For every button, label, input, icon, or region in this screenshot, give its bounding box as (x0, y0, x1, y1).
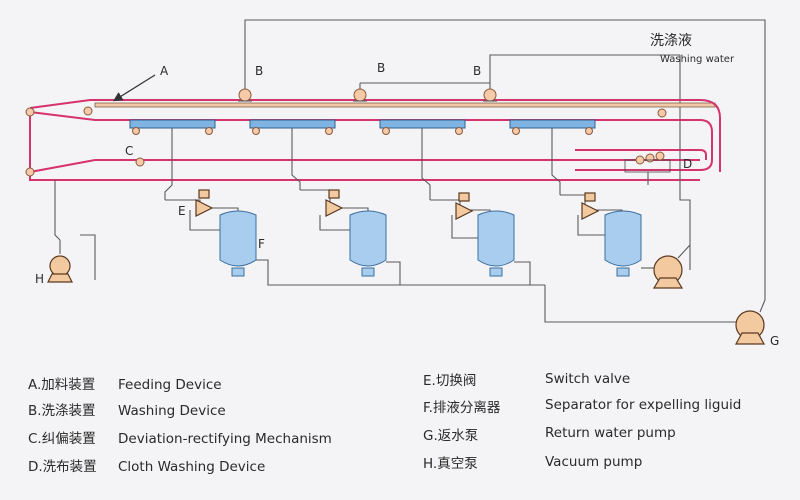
cloth-washing-device (624, 151, 671, 185)
spray-head-2 (353, 88, 367, 102)
legend-left-en-3: Cloth Washing Device (118, 459, 265, 475)
washing-water-pipes (244, 19, 766, 300)
washing-band (94, 102, 716, 108)
spray-head-1 (238, 88, 252, 102)
washing-water-cn-label: 洗涤液 (650, 33, 692, 49)
legend-right-en-3: Vacuum pump (545, 454, 642, 470)
label-g: G (770, 334, 779, 348)
washing-spray-heads (238, 88, 497, 102)
label-b1: B (255, 64, 263, 78)
legend-right-code-1: F.排液分离器 (423, 399, 501, 416)
legend-left-code-0: A.加料装置 (28, 377, 95, 393)
return-water-pump-G (734, 299, 766, 345)
legend-left-code-1: B.洗涤装置 (28, 403, 96, 419)
return-lines (256, 150, 738, 323)
legend-right-code-3: H.真空泵 (423, 456, 478, 472)
switch-valves (195, 189, 600, 220)
legend: A.加料装置 Feeding Device B.洗涤装置 Washing Dev… (28, 371, 741, 475)
legend-left-en-2: Deviation-rectifying Mechanism (118, 431, 332, 447)
legend-left-en-1: Washing Device (118, 403, 226, 419)
legend-right-en-1: Separator for expelling liguid (545, 397, 741, 413)
spray-head-3 (483, 88, 497, 102)
filter-belt (25, 99, 721, 181)
label-h: H (35, 272, 44, 286)
vacuum-pump-H (47, 180, 96, 283)
separators (219, 210, 642, 277)
legend-left-code-2: C.纠偏装置 (28, 431, 96, 447)
legend-right-en-2: Return water pump (545, 425, 676, 441)
label-c: C (125, 144, 133, 158)
label-f: F (258, 237, 265, 251)
label-e: E (178, 204, 186, 218)
label-d: D (683, 157, 692, 171)
diagram-labels: A B B B C D E F G H 洗涤液 Washing water (35, 33, 779, 348)
legend-right-code-2: G.返水泵 (423, 428, 478, 444)
vacuum-trays (129, 119, 596, 135)
legend-left-en-0: Feeding Device (118, 377, 222, 393)
label-a: A (160, 64, 169, 78)
return-water-pump-1 (652, 244, 691, 289)
legend-right-code-0: E.切换阀 (423, 373, 476, 389)
legend-left-code-3: D.洗布装置 (28, 459, 97, 475)
legend-right-en-0: Switch valve (545, 371, 630, 387)
label-b3: B (473, 64, 481, 78)
label-b2: B (377, 61, 385, 75)
washing-water-en-label: Washing water (660, 54, 735, 65)
feeding-arrow (112, 74, 156, 102)
